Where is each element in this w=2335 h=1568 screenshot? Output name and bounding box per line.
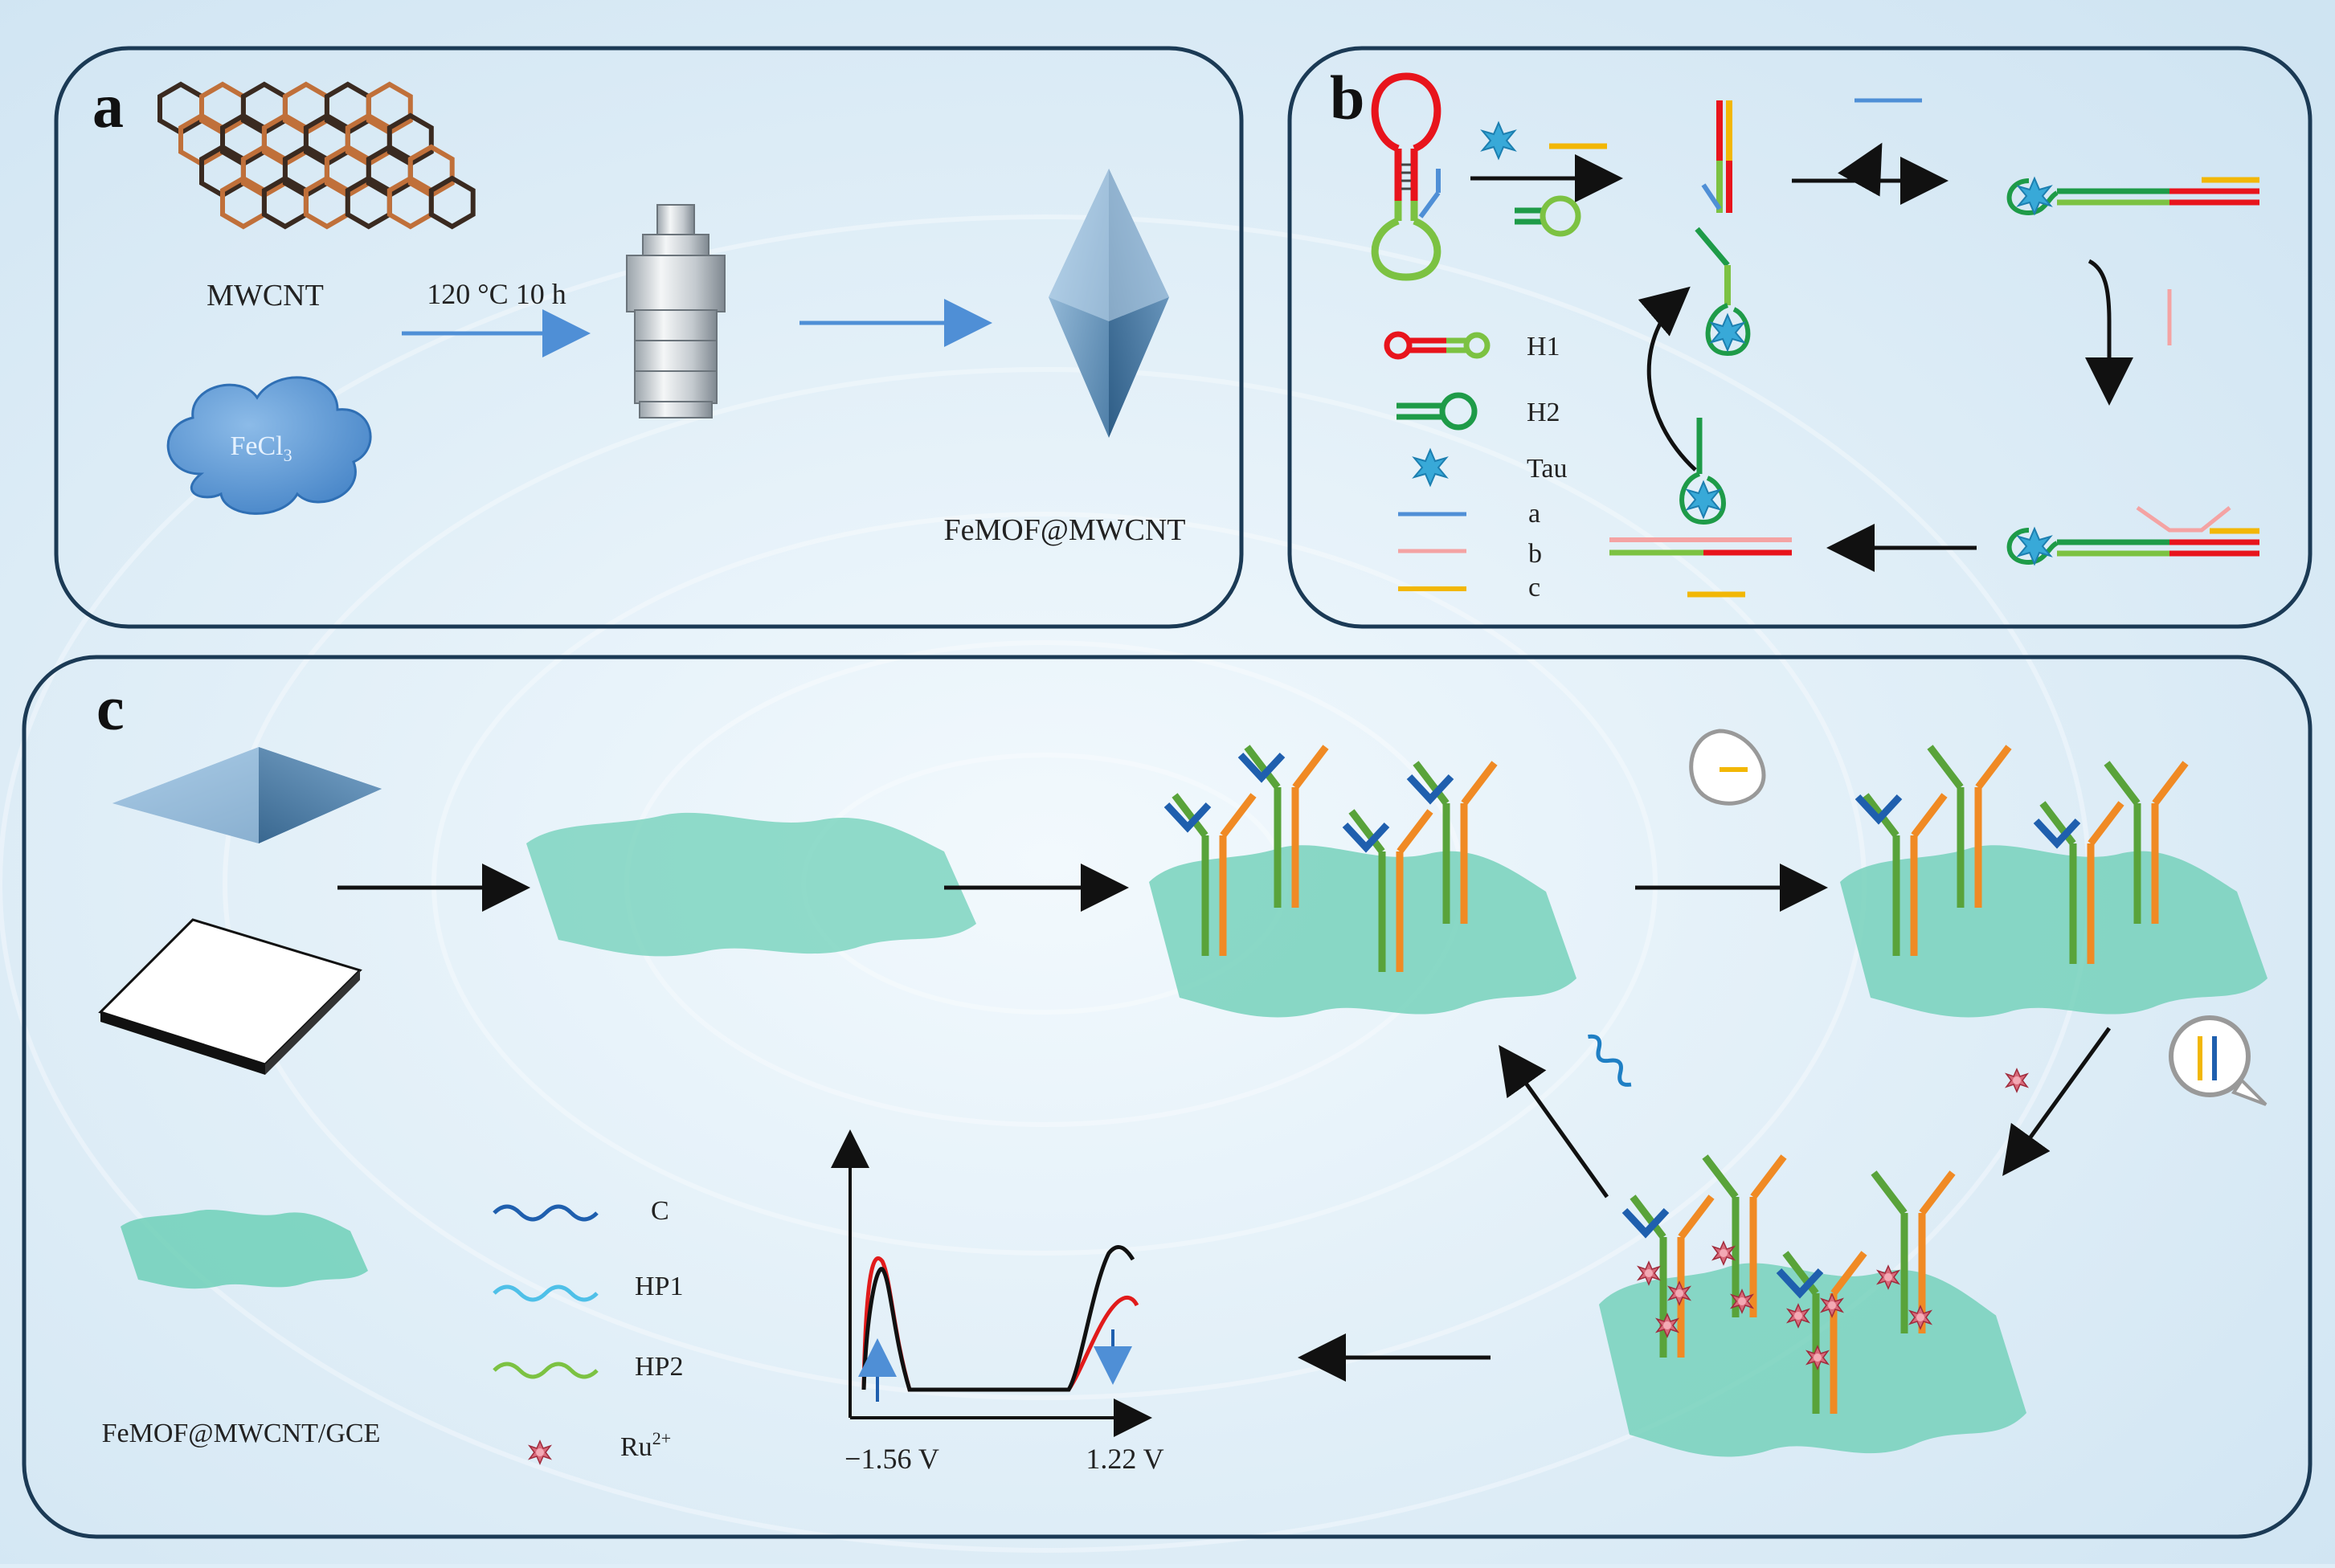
legend-c-text: C (651, 1196, 669, 1226)
legend-c-wave (493, 1204, 599, 1222)
duplex-bottom-right (2006, 505, 2259, 566)
cv-left-label: −1.56 V (844, 1443, 939, 1475)
panel-b-letter: b (1330, 63, 1364, 133)
legend-h1-label: H1 (1527, 332, 1560, 361)
legend-tau-label: Tau (1527, 454, 1568, 484)
mwcnt-label: MWCNT (207, 279, 324, 312)
legend-h2-symbol (1397, 392, 1478, 431)
cv-right-label: 1.22 V (1086, 1443, 1163, 1475)
legend-h2-label: H2 (1527, 398, 1560, 427)
hexagon-cell (407, 144, 455, 198)
b-cycle-arrow (1638, 286, 1697, 472)
panel-c-letter: c (96, 673, 125, 743)
femof-sheet-1 (526, 812, 976, 957)
hexagon-cell (366, 81, 413, 136)
femof-octahedron-icon (1049, 169, 1169, 438)
b-arrow-down (2085, 259, 2133, 406)
autoclave-icon (626, 204, 726, 419)
released-duplex (1609, 537, 1792, 598)
hexagon-cell (428, 175, 476, 230)
h1-hairpin-strand (1371, 72, 1441, 281)
legend-h1-symbol (1384, 331, 1491, 360)
h2-tau-complex (1679, 418, 1726, 525)
h1-tau-complex (1695, 100, 1751, 357)
legend-hp2-text: HP2 (635, 1352, 683, 1382)
panel-b-frame (1287, 46, 2313, 629)
legend-hp1-text: HP1 (635, 1272, 683, 1301)
condition-label: 120 °C 10 h (427, 278, 566, 310)
gce-electrode-plate-icon (98, 918, 362, 1075)
panel-c-legend: C HP1 HP2 Ru2+ (493, 1196, 683, 1464)
mwcnt-lattice-icon (157, 81, 476, 230)
femof-flat-octahedron-icon (112, 747, 382, 843)
femof-mwcnt-label: FeMOF@MWCNT (943, 513, 1185, 547)
panel-c-frame (22, 655, 2313, 1539)
hexagon-cell (386, 112, 434, 167)
fecl3-label: FeCl3 (230, 431, 292, 465)
magnifier-strands-icon (2169, 1015, 2268, 1106)
h2-hairpin-small (1515, 195, 1581, 237)
electrode-sheet-icon (121, 1210, 368, 1289)
fecl3-cloud-icon (166, 376, 372, 515)
panel-a-letter: a (92, 71, 124, 141)
legend-c-label: c (1528, 573, 1540, 602)
strand-c-wave-input (1588, 1034, 1632, 1087)
cv-plot: −1.56 V 1.22 V (831, 1129, 1164, 1475)
legend-hp1-wave (493, 1284, 599, 1302)
cv-curve-black (861, 1245, 1135, 1392)
duplex-top-right (2006, 177, 2259, 216)
c-arrow-4 (2002, 1027, 2112, 1177)
electrode-label: FeMOF@MWCNT/GCE (102, 1419, 381, 1448)
droplet-strand-c-icon (1689, 729, 1766, 806)
legend-b-label: b (1528, 539, 1542, 569)
legend-a-label: a (1528, 499, 1540, 529)
legend-ru-text: Ru2+ (620, 1428, 671, 1462)
legend-hp2-wave (493, 1362, 599, 1379)
panel-a-frame (54, 46, 1244, 629)
c-arrow-5 (1499, 1044, 1609, 1198)
panel-b-legend: H1 H2 Tau a b c (1384, 331, 1568, 602)
